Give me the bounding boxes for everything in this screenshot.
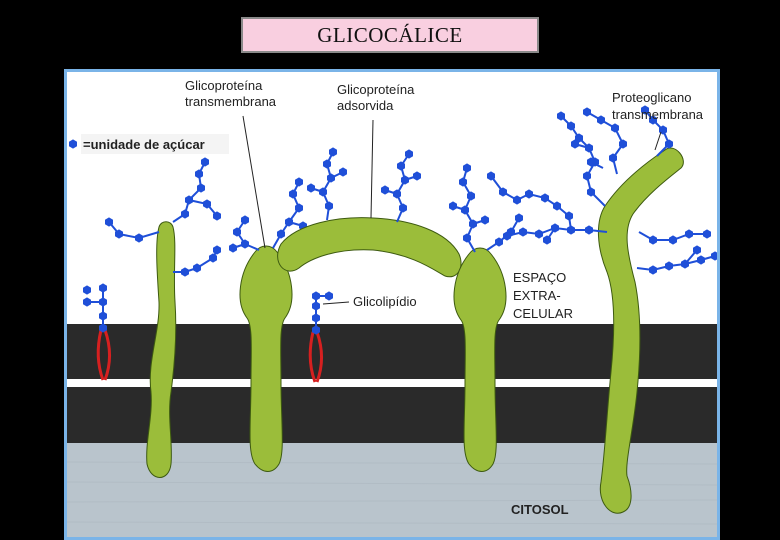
label-proteoglycan-1: Proteoglicano xyxy=(612,90,692,105)
transmembrane-glycoprotein-club-right xyxy=(453,247,507,472)
legend: =unidade de açúcar xyxy=(69,134,229,154)
glycocalyx-diagram: =unidade de açúcar Glicoproteína transme… xyxy=(67,78,717,537)
label-proteoglycan-2: transmembrana xyxy=(612,107,704,122)
label-adsorbed-glycoprotein-2: adsorvida xyxy=(337,98,394,113)
transmembrane-glycoprotein-club xyxy=(239,245,293,472)
diagram-title: GLICOCÁLICE xyxy=(317,22,463,47)
label-transmembrane-glycoprotein-2: transmembrana xyxy=(185,94,277,109)
transmembrane-protein-1 xyxy=(146,221,177,478)
label-transmembrane-glycoprotein-1: Glicoproteína xyxy=(185,78,263,93)
sugar-unit-hexagon-icon xyxy=(69,139,77,149)
glycolipid-left xyxy=(83,283,111,381)
label-cytosol: CITOSOL xyxy=(511,502,569,517)
sugar-units-adsorbed xyxy=(307,147,421,213)
glycocalyx-figure: =unidade de açúcar Glicoproteína transme… xyxy=(64,69,720,540)
label-extracellular-3: CELULAR xyxy=(513,306,573,321)
adsorbed-glycoprotein xyxy=(277,217,462,278)
glycolipid-middle xyxy=(308,291,333,383)
label-adsorbed-glycoprotein-1: Glicoproteína xyxy=(337,82,415,97)
label-leader-lines xyxy=(242,115,662,305)
label-extracellular-2: EXTRA- xyxy=(513,288,561,303)
title-box: GLICOCÁLICE xyxy=(241,17,539,53)
transmembrane-proteoglycan xyxy=(597,147,684,514)
label-glycolipid: Glicolipídio xyxy=(353,294,417,309)
legend-text: =unidade de açúcar xyxy=(83,137,205,152)
label-extracellular-1: ESPAÇO xyxy=(513,270,566,285)
